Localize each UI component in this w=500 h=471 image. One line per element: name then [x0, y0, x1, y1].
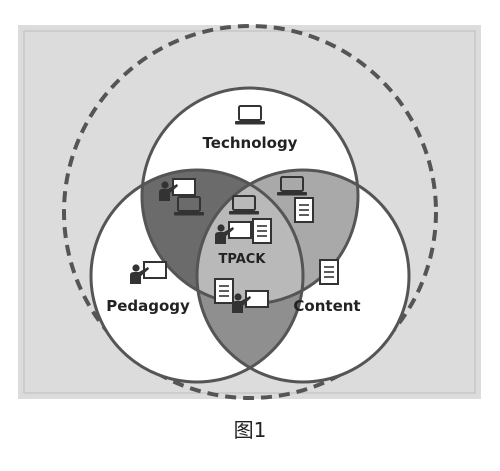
pedagogy-label: Pedagogy — [106, 297, 190, 315]
pedagogy-circle-outline — [89, 168, 305, 384]
tpack-document-icon — [252, 218, 272, 244]
technology-label: Technology — [203, 134, 298, 152]
context-dashed-ring — [62, 24, 438, 400]
content-document-icon — [319, 259, 339, 285]
tpack-diagram: Technology Pedagogy Content TPACK — [18, 24, 481, 400]
content-circle-outline — [195, 168, 411, 384]
figure-caption: 图1 — [233, 418, 267, 442]
tpack-label: TPACK — [219, 252, 267, 267]
diagram-inner-border — [23, 30, 476, 394]
tc-document-icon — [294, 197, 314, 223]
pc-document-icon — [214, 278, 234, 304]
content-label: Content — [293, 297, 360, 315]
